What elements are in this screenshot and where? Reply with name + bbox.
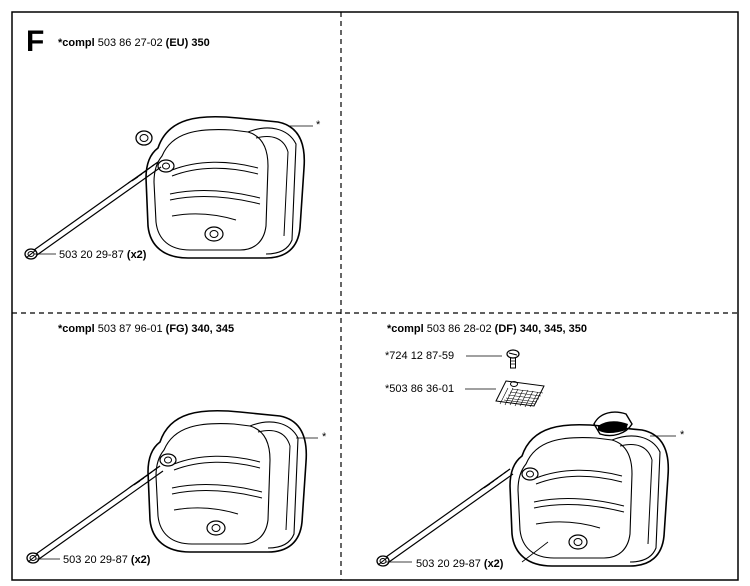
bolt-part-number: 503 20 29-87 — [59, 249, 124, 261]
muffler-drawing — [135, 115, 306, 259]
bolt-quantity: (x2) — [484, 558, 504, 570]
panel-header: *compl 503 86 27-02 (EU) 350 — [58, 37, 210, 49]
bolt-callout: 503 20 29-87 (x2) — [416, 558, 504, 570]
header-variant: (EU) — [166, 37, 189, 49]
bolt-part-number: 503 20 29-87 — [63, 554, 128, 566]
header-models: 350 — [191, 37, 209, 49]
header-variant: (DF) — [495, 323, 517, 335]
header-prefix: *compl — [58, 323, 95, 335]
header-prefix: *compl — [58, 37, 95, 49]
header-variant: (FG) — [166, 323, 189, 335]
bolt-quantity: (x2) — [127, 249, 147, 261]
muffler-callout: * — [680, 429, 685, 441]
bolt-drawing — [24, 161, 162, 260]
muffler-drawing — [509, 423, 670, 567]
sheet-frame — [11, 11, 739, 581]
muffler-drawing — [147, 409, 308, 553]
screw-callout: *724 12 87-59 — [385, 350, 454, 362]
header-prefix: *compl — [387, 323, 424, 335]
header-models: 340, 345, 350 — [520, 323, 587, 335]
panel-bottom-right: *compl 503 86 28-02 (DF) 340, 345, 350 *… — [376, 323, 685, 570]
panel-header: *compl 503 86 28-02 (DF) 340, 345, 350 — [387, 323, 587, 335]
section-letter: F — [26, 25, 44, 58]
deflector-drawing — [593, 411, 633, 437]
screen-drawing — [495, 380, 545, 408]
panel-header: *compl 503 87 96-01 (FG) 340, 345 — [58, 323, 234, 335]
panel-top-left: *compl 503 86 27-02 (EU) 350 * 503 20 29… — [24, 37, 321, 261]
screw-drawing — [506, 349, 520, 369]
bolt-callout: 503 20 29-87 (x2) — [63, 554, 151, 566]
bolt-callout: 503 20 29-87 (x2) — [59, 249, 147, 261]
header-part-number: 503 86 27-02 — [98, 37, 163, 49]
muffler-callout: * — [316, 119, 321, 131]
screen-callout: *503 86 36-01 — [385, 383, 454, 395]
bolt-drawing — [376, 468, 514, 567]
header-models: 340, 345 — [191, 323, 234, 335]
muffler-callout: * — [322, 431, 327, 443]
bolt-drawing — [26, 465, 164, 564]
panel-bottom-left: *compl 503 87 96-01 (FG) 340, 345 * 503 … — [26, 323, 327, 566]
header-part-number: 503 87 96-01 — [98, 323, 163, 335]
bolt-part-number: 503 20 29-87 — [416, 558, 481, 570]
bolt-quantity: (x2) — [131, 554, 151, 566]
header-part-number: 503 86 28-02 — [427, 323, 492, 335]
